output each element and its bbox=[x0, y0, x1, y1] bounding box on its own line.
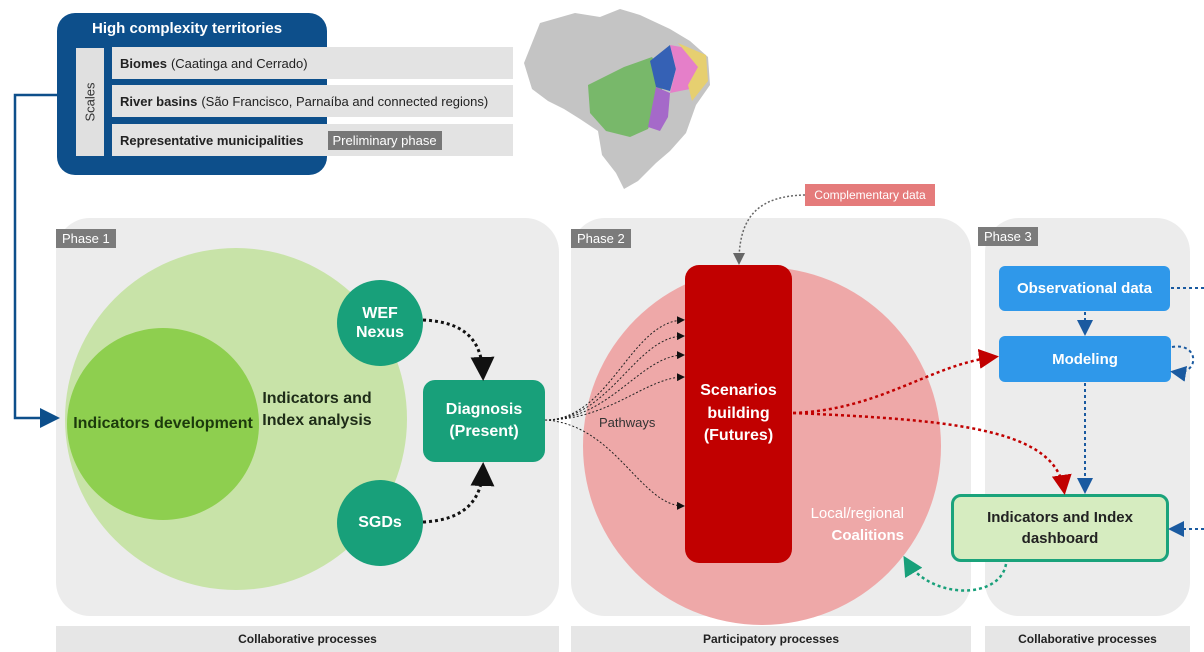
scales-side-label: Scales bbox=[76, 48, 104, 156]
modeling-loop-arrow bbox=[1170, 345, 1195, 382]
phase1-footer: Collaborative processes bbox=[56, 626, 559, 652]
pathways-fan bbox=[544, 316, 685, 510]
phase3-label: Phase 3 bbox=[978, 227, 1038, 246]
pathways-label: Pathways bbox=[599, 415, 656, 430]
scale-row-river-basins: River basins(São Francisco, Parnaíba and… bbox=[112, 85, 513, 117]
scale-row-municipalities: Representative municipalities Preliminar… bbox=[112, 124, 513, 156]
scenarios-to-dashboard-arrow bbox=[792, 411, 1072, 495]
phase2-label: Phase 2 bbox=[571, 229, 631, 248]
wef-nexus-circle: WEF Nexus bbox=[337, 280, 423, 366]
dashboard-to-coalitions-arrow bbox=[903, 555, 1008, 592]
complementary-to-scenarios-arrow bbox=[733, 194, 806, 265]
scales-title: High complexity territories bbox=[92, 20, 283, 37]
scales-to-phase1-arrow bbox=[13, 93, 60, 428]
wef-to-diagnosis-arrow bbox=[422, 318, 495, 381]
modeling-box: Modeling bbox=[999, 336, 1171, 382]
sgds-to-diagnosis-arrow bbox=[422, 462, 495, 524]
sgds-circle: SGDs bbox=[337, 480, 423, 566]
scenarios-to-modeling-arrow bbox=[792, 348, 999, 415]
brazil-map-icon bbox=[524, 9, 710, 189]
phase2-footer: Participatory processes bbox=[571, 626, 971, 652]
scenarios-building-box: Scenarios building (Futures) bbox=[685, 265, 792, 563]
diagnosis-box: Diagnosis (Present) bbox=[423, 380, 545, 462]
preliminary-phase-badge: Preliminary phase bbox=[327, 130, 442, 150]
indicators-analysis-label: Indicators and Index analysis bbox=[262, 390, 372, 430]
scale-row-biomes: Biomes(Caatinga and Cerrado) bbox=[112, 47, 513, 79]
phase3-footer: Collaborative processes bbox=[985, 626, 1190, 652]
indicators-development-circle: Indicators development bbox=[67, 328, 259, 520]
complementary-data-label: Complementary data bbox=[805, 184, 935, 206]
dashboard-box: Indicators and Index dashboard bbox=[951, 494, 1169, 562]
observational-data-box: Observational data bbox=[999, 266, 1170, 311]
phase1-label: Phase 1 bbox=[56, 229, 116, 248]
coalitions-label: Local/regional Coalitions bbox=[810, 505, 904, 544]
